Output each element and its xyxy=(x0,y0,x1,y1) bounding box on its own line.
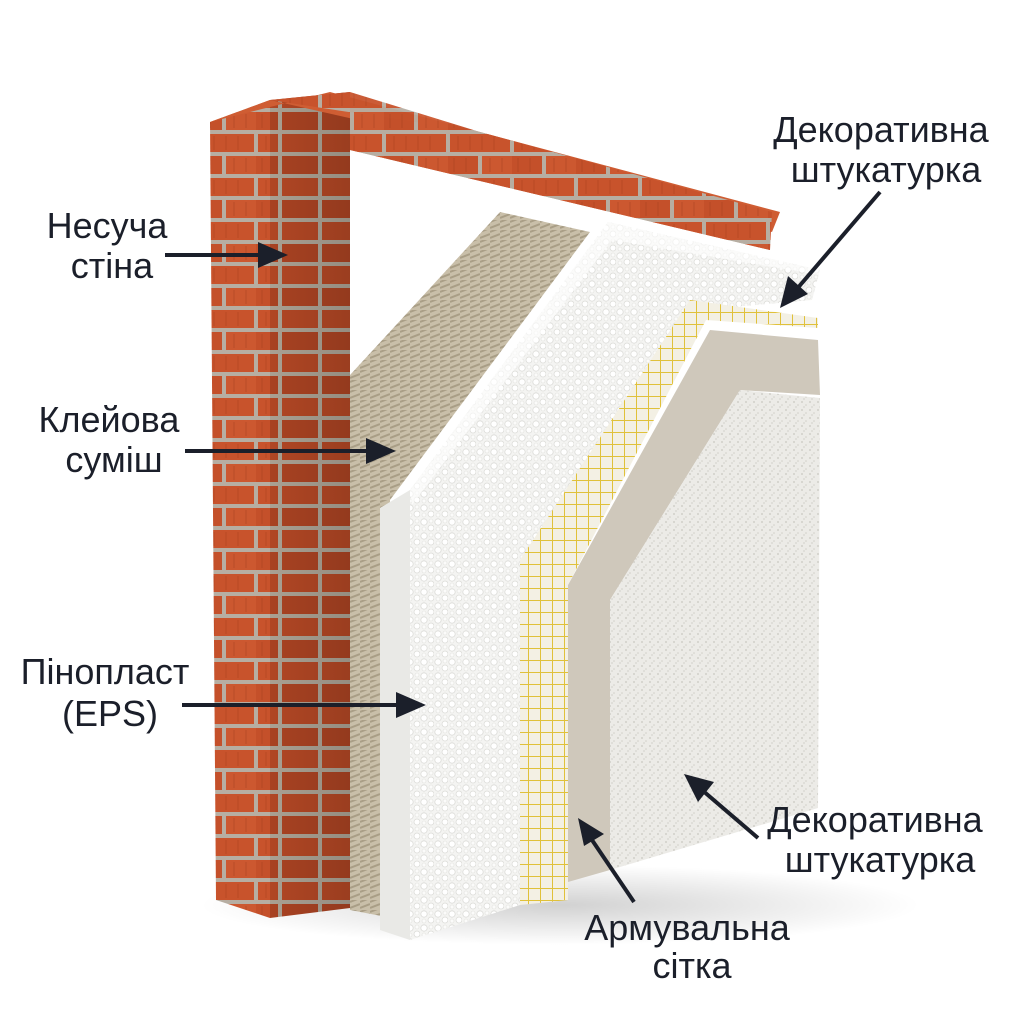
arrow-bearing-wall xyxy=(165,242,288,268)
label-plaster-top-line1: Декоративна xyxy=(773,109,989,150)
label-eps-line1: Пінопласт xyxy=(21,651,190,692)
label-adhesive-line1: Клейова xyxy=(39,399,181,440)
label-plaster-top-line2: штукатурка xyxy=(791,149,983,190)
decorative-plaster-layer xyxy=(610,390,820,870)
label-eps: Пінопласт (EPS) xyxy=(21,651,200,734)
arrow-mesh xyxy=(578,818,636,904)
label-eps-line2: (EPS) xyxy=(62,693,158,734)
label-mesh-line2: сітка xyxy=(652,945,732,986)
label-plaster-top: Декоративна штукатурка xyxy=(773,109,998,190)
arrow-eps xyxy=(182,692,426,718)
label-plaster-bottom: Декоративна штукатурка xyxy=(767,799,992,880)
label-adhesive-line2: суміш xyxy=(65,439,162,480)
adhesive-layer xyxy=(350,212,590,918)
label-mesh-line1: Армувальна xyxy=(584,907,791,948)
label-plaster-bottom-line2: штукатурка xyxy=(785,839,977,880)
label-bearing-wall: Несуча стіна xyxy=(47,205,178,286)
label-mesh: Армувальна сітка xyxy=(584,907,800,986)
label-adhesive: Клейова суміш xyxy=(39,399,190,480)
bearing-wall-layer xyxy=(210,92,780,918)
arrow-plaster-top xyxy=(780,190,882,308)
reinforcement-mesh-layer xyxy=(520,300,818,905)
base-coat-layer xyxy=(568,330,820,882)
arrow-plaster-bottom xyxy=(684,774,760,840)
label-bearing-wall-line1: Несуча xyxy=(47,205,169,246)
arrow-adhesive xyxy=(185,438,396,464)
label-bearing-wall-line2: стіна xyxy=(71,245,154,286)
eps-layer xyxy=(380,222,820,940)
label-plaster-bottom-line1: Декоративна xyxy=(767,799,983,840)
